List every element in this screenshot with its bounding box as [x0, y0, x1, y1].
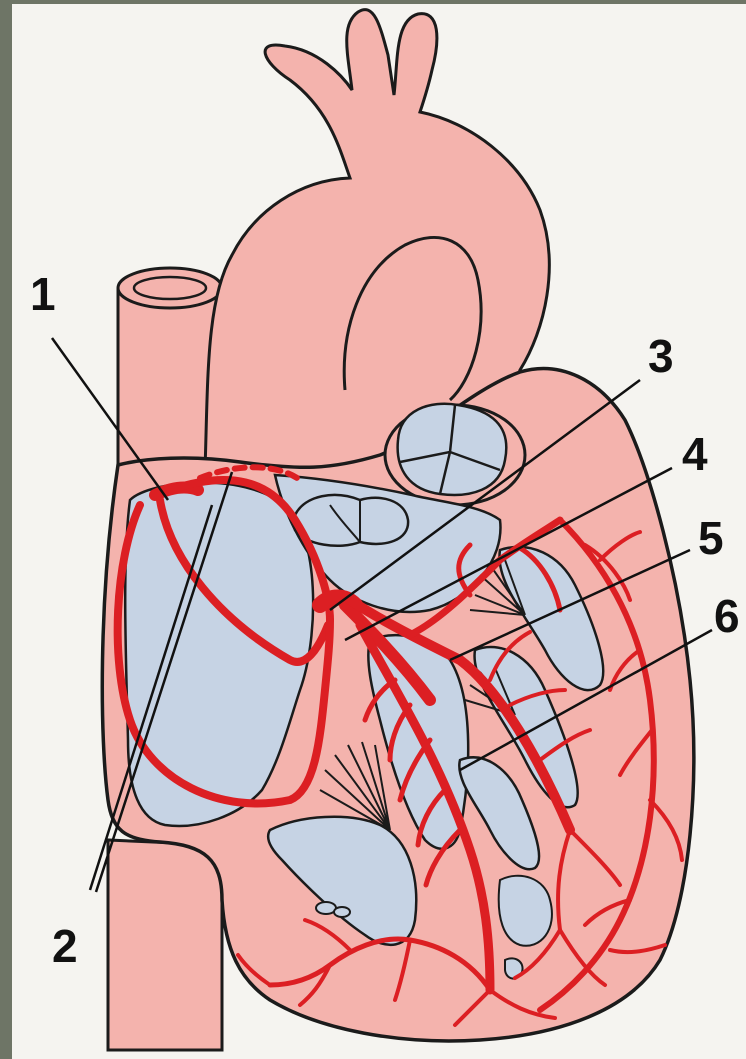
- label-1: 1: [30, 268, 56, 320]
- semilunar-valve: [398, 404, 507, 495]
- inferior-vena-cava: [108, 840, 222, 1050]
- label-5: 5: [698, 512, 724, 564]
- label-2: 2: [52, 920, 78, 972]
- label-4: 4: [682, 428, 708, 480]
- coronary-sinus-spot-b: [334, 907, 350, 917]
- label-3: 3: [648, 330, 674, 382]
- coronary-sinus-spot-a: [316, 902, 336, 914]
- apex-chamber: [499, 876, 552, 946]
- vena-cava-lumen: [134, 277, 206, 299]
- label-6: 6: [714, 590, 740, 642]
- tricuspid-valve: [295, 495, 408, 546]
